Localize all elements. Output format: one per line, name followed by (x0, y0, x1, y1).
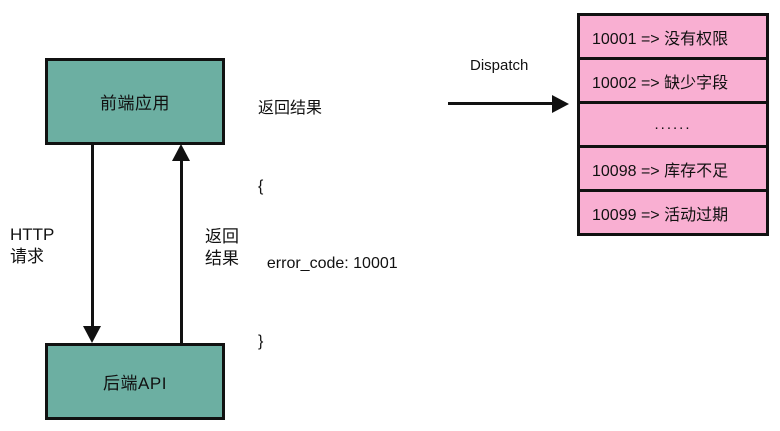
label-http-request-line2: 请求 (10, 246, 44, 266)
table-row: 10098 => 库存不足 (580, 148, 766, 192)
node-backend-api-label: 后端API (103, 374, 167, 393)
table-row: 10099 => 活动过期 (580, 192, 766, 233)
table-row-text: 10002 => 缺少字段 (592, 74, 729, 92)
table-row-text: ...... (654, 116, 692, 133)
table-row-text: 10001 => 没有权限 (592, 30, 729, 48)
error-code-table: 10001 => 没有权限 10002 => 缺少字段 ...... 10098… (577, 13, 769, 236)
table-row-text: 10099 => 活动过期 (592, 206, 729, 224)
label-http-request-line1: HTTP (10, 225, 55, 244)
node-frontend-application-label: 前端应用 (100, 94, 170, 113)
table-row: 10001 => 没有权限 (580, 16, 766, 60)
arrow-request-line (91, 145, 94, 327)
payload-error-code-field: error_code: 10001 (258, 255, 398, 273)
arrow-request-head-icon (83, 326, 101, 343)
table-row: 10002 => 缺少字段 (580, 60, 766, 104)
arrow-dispatch-line (448, 102, 553, 105)
table-row: ...... (580, 104, 766, 148)
arrow-response-line (180, 160, 183, 343)
arrow-dispatch-head-icon (552, 95, 569, 113)
payload-open-brace: { (258, 177, 264, 195)
node-backend-api: 后端API (45, 343, 225, 420)
node-frontend-application: 前端应用 (45, 58, 225, 145)
payload-title: 返回结果 (258, 99, 323, 117)
label-dispatch: Dispatch (470, 57, 529, 74)
label-http-request: HTTP 请求 (10, 224, 54, 268)
table-row-text: 10098 => 库存不足 (592, 162, 729, 180)
label-return-result-line1: 返回 (205, 227, 239, 246)
label-return-result: 返回结果 (205, 226, 239, 270)
payload-close-brace: } (258, 332, 264, 350)
payload-json-block: 返回结果 { error_code: 10001 } (258, 44, 398, 407)
label-return-result-line2: 结果 (205, 248, 239, 268)
arrow-response-head-icon (172, 144, 190, 161)
